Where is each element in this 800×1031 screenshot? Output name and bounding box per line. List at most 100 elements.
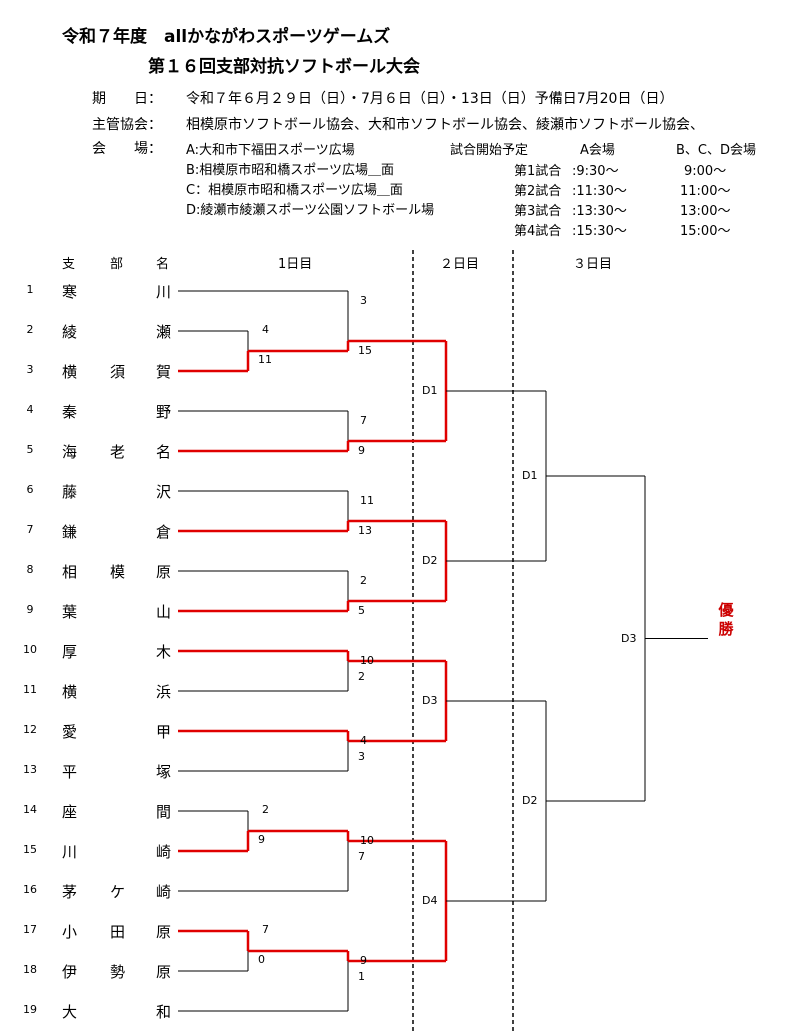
team-number: 1 [26, 283, 34, 296]
header-shibu-3: 名 [156, 257, 170, 272]
header-shibu-2: 部 [110, 257, 124, 272]
game-4-label: 第4試合 [514, 224, 562, 239]
team-name-char: 和 [156, 1003, 172, 1021]
team-number: 13 [23, 763, 37, 776]
winner-label: 優 勝 [716, 601, 736, 639]
team-name-char: 崎 [156, 883, 172, 901]
game-1-a: :9:30～ [572, 164, 619, 179]
game-4-a: :15:30～ [572, 224, 627, 239]
game-3-a: :13:30～ [572, 204, 627, 219]
team-number: 8 [26, 563, 34, 576]
game-2-a: :11:30～ [572, 184, 627, 199]
team-name-char: 瀬 [156, 323, 172, 341]
team-name-char: 伊 [62, 963, 78, 981]
host-value: 相模原市ソフトボール協会、大和市ソフトボール協会、綾瀬市ソフトボール協会、 [186, 117, 704, 133]
round1-score-bottom: 13 [358, 524, 372, 537]
round1-score-bottom: 3 [358, 750, 365, 763]
prelim-score-bottom: 11 [258, 353, 272, 366]
day3-code: D2 [522, 794, 538, 807]
round1-score-top: 10 [360, 654, 374, 667]
game-3-label: 第3試合 [514, 204, 562, 219]
game-4-bcd: 15:00～ [680, 224, 731, 239]
team-name-char: 模 [110, 563, 126, 581]
day3-code: D1 [522, 469, 538, 482]
team-name-char: 原 [156, 963, 172, 981]
team-name-char: 間 [156, 803, 172, 821]
team-name-char: 川 [62, 843, 78, 861]
schedule-col-a: A会場 [580, 143, 615, 158]
team-number: 17 [23, 923, 37, 936]
team-name-char: 寒 [62, 283, 78, 301]
day2-code: D4 [422, 894, 438, 907]
team-name-char: 甲 [156, 723, 172, 741]
team-number: 10 [23, 643, 37, 656]
team-number: 12 [23, 723, 37, 736]
team-name-char: 勢 [110, 963, 126, 981]
team-name-char: 小 [62, 923, 78, 941]
team-number: 6 [26, 483, 34, 496]
team-number: 16 [23, 883, 37, 896]
team-name-char: 沢 [156, 483, 172, 501]
team-name-char: 田 [110, 923, 126, 941]
team-name-char: 大 [62, 1003, 78, 1021]
team-number: 14 [23, 803, 37, 816]
header-day1: 1日目 [278, 257, 313, 272]
team-number: 5 [26, 443, 34, 456]
round1-score-top: 11 [360, 494, 374, 507]
team-name-char: 愛 [62, 723, 78, 741]
header-day3: ３日目 [573, 257, 613, 272]
team-name-char: 名 [156, 443, 172, 461]
team-number: 9 [26, 603, 34, 616]
team-number: 2 [26, 323, 34, 336]
schedule-title: 試合開始予定 [450, 143, 529, 158]
day2-code: D2 [422, 554, 438, 567]
winner-char-2: 勝 [718, 620, 734, 638]
team-name-char: 老 [110, 443, 126, 461]
day2-code: D1 [422, 384, 438, 397]
team-name-char: 茅 [62, 883, 78, 901]
team-name-char: 海 [62, 443, 78, 461]
round1-score-bottom: 9 [358, 444, 365, 457]
team-name-char: 座 [62, 803, 78, 821]
game-1-label: 第1試合 [514, 164, 562, 179]
game-2-label: 第2試合 [514, 184, 562, 199]
title-line-1: 令和７年度 allかながわスポーツゲームズ [62, 27, 391, 47]
team-name-char: 鎌 [62, 523, 78, 541]
team-name-char: 横 [62, 683, 78, 701]
team-name-char: 川 [156, 283, 172, 301]
team-name-char: 綾 [62, 323, 78, 341]
team-number: 18 [23, 963, 37, 976]
round1-score-bottom: 5 [358, 604, 365, 617]
team-name-char: 須 [110, 363, 126, 381]
venue-c: C：相模原市昭和橋スポーツ広場＿面 [186, 183, 403, 198]
round1-score-top: 4 [360, 734, 367, 747]
round1-score-top: 2 [360, 574, 367, 587]
round1-score-top: 3 [360, 294, 367, 307]
prelim-score-top: 7 [262, 923, 269, 936]
prelim-score-bottom: 0 [258, 953, 265, 966]
team-number: 19 [23, 1003, 37, 1016]
final-code: D3 [621, 631, 637, 645]
team-name-char: 倉 [156, 523, 172, 541]
team-name-char: 賀 [156, 363, 172, 381]
team-number: 4 [26, 403, 34, 416]
game-3-bcd: 13:00～ [680, 204, 731, 219]
round1-score-bottom: 15 [358, 344, 372, 357]
team-name-char: 山 [156, 603, 172, 621]
team-name-char: 藤 [62, 483, 78, 501]
header-shibu-1: 支 [62, 257, 76, 272]
game-2-bcd: 11:00～ [680, 184, 731, 199]
date-value: 令和７年６月２９日（日）・7月６日（日）・13日（日）予備日7月20日（日） [186, 91, 674, 107]
team-name-char: 原 [156, 923, 172, 941]
team-name-char: ケ [110, 883, 126, 901]
team-name-char: 厚 [62, 643, 78, 661]
round1-score-bottom: 7 [358, 850, 365, 863]
team-number: 11 [23, 683, 37, 696]
date-label: 期 日： [92, 91, 162, 107]
winner-char-1: 優 [718, 601, 734, 619]
title-line-2: 第１６回支部対抗ソフトボール大会 [148, 57, 420, 77]
schedule-col-bcd: B、C、D会場 [676, 143, 757, 158]
round1-score-top: 10 [360, 834, 374, 847]
team-name-char: 秦 [62, 403, 78, 421]
